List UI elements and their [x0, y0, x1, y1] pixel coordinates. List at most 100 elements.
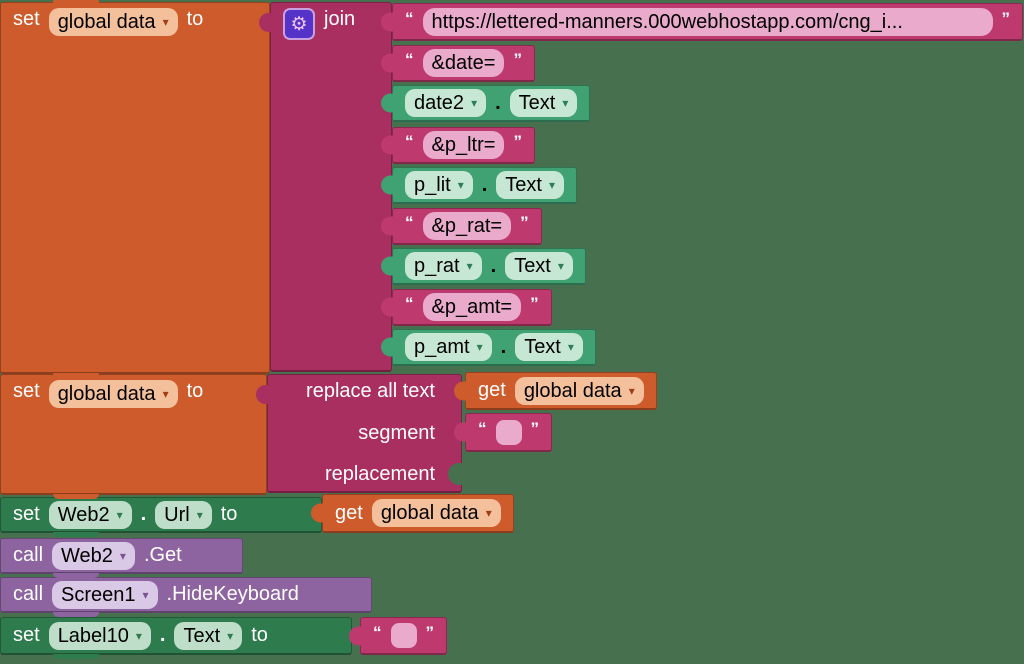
get-label: get: [478, 379, 506, 401]
text-input-field[interactable]: [495, 419, 522, 445]
chevron-down-icon: ▾: [135, 628, 142, 643]
text-string-block[interactable]: “ https://lettered-manners.000webhostapp…: [381, 3, 1023, 41]
chevron-down-icon: ▾: [466, 259, 473, 273]
connector-tab: [381, 135, 395, 155]
replace-all-text-block[interactable]: replace all text segment replacement: [256, 374, 462, 493]
close-quote: ”: [520, 213, 529, 232]
connector-tab: [259, 13, 273, 32]
component-dropdown[interactable]: Web2 ▾: [52, 541, 135, 570]
set-variable-block-1[interactable]: set global data ▾ to: [0, 0, 270, 378]
text-string-block[interactable]: “ ”: [349, 617, 447, 655]
chevron-down-icon: ▾: [567, 340, 574, 354]
component-getter-block[interactable]: p_rat ▾ . Text ▾: [381, 248, 586, 285]
chevron-down-icon: ▾: [162, 15, 169, 29]
component-dropdown[interactable]: p_lit ▾: [405, 171, 473, 199]
dot-separator: .: [140, 503, 147, 525]
component-dropdown[interactable]: date2 ▾: [405, 89, 487, 117]
connector-tab: [256, 385, 270, 404]
set-variable-block-2[interactable]: set global data ▾ to: [0, 374, 267, 499]
property-dropdown[interactable]: Text ▾: [515, 333, 583, 361]
set-label: set: [13, 8, 40, 30]
open-quote: “: [405, 294, 414, 313]
dot-separator: .: [495, 91, 501, 114]
get-variable-block[interactable]: get global data ▾: [454, 372, 657, 410]
join-block[interactable]: ⚙ join: [259, 2, 392, 372]
bottom-notch: [53, 373, 99, 378]
connector-tab: [454, 422, 468, 442]
close-quote: ”: [530, 294, 539, 313]
connector-tab: [381, 216, 395, 236]
variable-dropdown[interactable]: global data ▾: [48, 8, 178, 36]
text-input-field[interactable]: https://lettered-manners.000webhostapp.c…: [422, 7, 993, 36]
set-label: set: [13, 503, 40, 525]
text-input-field[interactable]: &date=: [422, 49, 505, 77]
connector-tab: [381, 93, 395, 113]
connector-tab: [454, 381, 468, 400]
open-quote: “: [405, 132, 414, 151]
call-label: call: [13, 544, 44, 566]
component-dropdown[interactable]: p_rat ▾: [405, 252, 482, 280]
connector-tab: [381, 12, 395, 31]
close-quote: ”: [513, 50, 522, 69]
property-dropdown[interactable]: Text ▾: [509, 89, 578, 117]
empty-socket[interactable]: [448, 463, 462, 485]
connector-tab: [381, 175, 395, 195]
text-string-block[interactable]: “ ”: [454, 413, 552, 452]
property-dropdown[interactable]: Text ▾: [174, 621, 243, 650]
variable-dropdown[interactable]: global data ▾: [371, 499, 501, 527]
text-string-block[interactable]: “ &date= ”: [381, 45, 535, 82]
close-quote: ”: [1001, 8, 1011, 28]
connector-tab: [381, 297, 395, 317]
to-label: to: [186, 380, 204, 402]
property-dropdown[interactable]: Url ▾: [155, 500, 212, 529]
variable-dropdown[interactable]: global data ▾: [48, 380, 178, 408]
dot-separator: .: [500, 335, 507, 358]
component-dropdown[interactable]: p_amt ▾: [405, 333, 492, 361]
join-label: join: [324, 8, 356, 30]
chevron-down-icon: ▾: [628, 383, 635, 398]
text-input-field[interactable]: &p_rat=: [422, 212, 512, 240]
replace-all-text-label: replace all text: [306, 379, 435, 402]
set-component-property-block[interactable]: set Label10 ▾ . Text ▾ to: [0, 617, 352, 659]
to-label: to: [220, 503, 238, 525]
connector-tab: [381, 53, 395, 73]
component-getter-block[interactable]: p_lit ▾ . Text ▾: [381, 167, 578, 204]
chevron-down-icon: ▾: [485, 506, 492, 520]
connector-tab: [381, 256, 395, 276]
text-input-field[interactable]: &p_amt=: [422, 293, 522, 321]
mutator-gear-icon[interactable]: ⚙: [283, 8, 315, 40]
text-string-block[interactable]: “ &p_amt= ”: [381, 289, 552, 326]
variable-dropdown[interactable]: global data ▾: [514, 376, 644, 405]
call-method-block[interactable]: call Screen1 ▾ .HideKeyboard: [0, 577, 372, 617]
text-string-block[interactable]: “ &p_ltr= ”: [381, 127, 535, 164]
text-input-field[interactable]: &p_ltr=: [422, 131, 505, 159]
method-label: .HideKeyboard: [166, 583, 299, 605]
get-label: get: [335, 501, 363, 524]
bottom-notch: [53, 612, 99, 617]
chevron-down-icon: ▾: [557, 259, 564, 273]
get-variable-block[interactable]: get global data ▾: [311, 494, 514, 533]
text-input-field[interactable]: [390, 623, 417, 648]
to-label: to: [186, 8, 204, 30]
dot-separator: .: [159, 624, 166, 646]
method-label: .Get: [143, 544, 182, 566]
connector-tab: [311, 503, 325, 523]
chevron-down-icon: ▾: [471, 96, 478, 110]
chevron-down-icon: ▾: [162, 387, 169, 401]
component-getter-block[interactable]: p_amt ▾ . Text ▾: [381, 329, 596, 366]
replacement-label: replacement: [324, 463, 435, 486]
set-component-property-block[interactable]: set Web2 ▾ . Url ▾ to: [0, 497, 322, 537]
text-string-block[interactable]: “ &p_rat= ”: [381, 208, 542, 245]
component-dropdown[interactable]: Screen1 ▾: [52, 580, 158, 609]
call-method-block[interactable]: call Web2 ▾ .Get: [0, 538, 243, 578]
property-dropdown[interactable]: Text ▾: [505, 252, 573, 280]
component-dropdown[interactable]: Label10 ▾: [48, 621, 151, 650]
component-dropdown[interactable]: Web2 ▾: [48, 500, 132, 529]
property-dropdown[interactable]: Text ▾: [496, 171, 565, 199]
component-getter-block[interactable]: date2 ▾ . Text ▾: [381, 85, 591, 122]
open-quote: “: [373, 622, 382, 642]
chevron-down-icon: ▾: [548, 178, 556, 192]
set-label: set: [13, 624, 40, 646]
open-quote: “: [405, 8, 414, 28]
